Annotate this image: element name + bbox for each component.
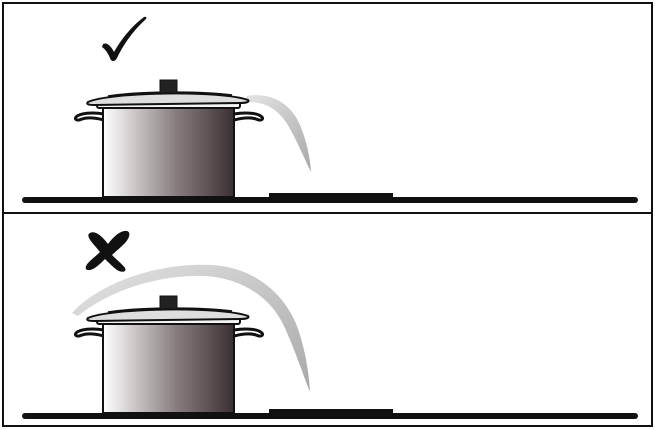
hob-surface-top — [22, 197, 638, 203]
cross-mark-icon — [85, 230, 130, 272]
cooking-zone-bottom — [269, 409, 393, 414]
check-mark-icon — [102, 16, 147, 62]
pot-body — [102, 319, 235, 414]
pot-lid — [86, 92, 250, 107]
panel-incorrect — [22, 230, 638, 419]
panel-correct — [22, 16, 638, 203]
lid-knob — [159, 79, 178, 94]
pot-handle-left — [74, 327, 105, 338]
hob-surface-bottom — [22, 413, 638, 419]
pot-handle-right — [233, 111, 264, 122]
steam-plume — [246, 95, 311, 172]
pot-body — [102, 103, 235, 198]
cooking-zone-top — [269, 193, 393, 198]
lid-knob — [159, 295, 178, 310]
pot-handle-right — [233, 327, 264, 338]
pot-handle-left — [74, 111, 105, 122]
pot-lid — [86, 308, 250, 323]
